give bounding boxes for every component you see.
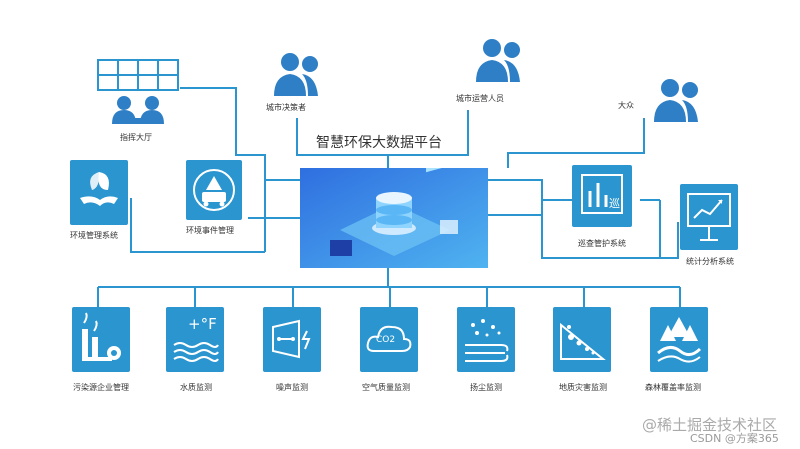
platform-illustration [300, 168, 488, 268]
patrol-chart-icon [581, 174, 623, 214]
command-hall-label: 指挥大厅 [120, 133, 152, 142]
statistics-label: 统计分析系统 [686, 257, 734, 266]
forest-tile [650, 307, 708, 372]
operators-icon [476, 39, 520, 82]
leaf-hand-icon [80, 172, 118, 206]
temperature-glyph: +°F [188, 315, 217, 333]
patrol-label: 巡查管护系统 [578, 239, 626, 248]
watermark-sub: CSDN @方案365 [690, 432, 779, 445]
decision-makers-label: 城市决策者 [266, 103, 306, 112]
dust-wind-icon [465, 319, 509, 362]
air-quality-label: 空气质量监测 [362, 383, 410, 392]
factory-gear-icon [82, 312, 121, 361]
patrol-glyph: 巡 [609, 197, 620, 210]
statistics-tile [680, 184, 738, 250]
public-label: 大众 [618, 101, 634, 110]
command-hall-icon [97, 59, 179, 124]
water-wave-icon [173, 342, 219, 362]
water-quality-label: 水质监测 [180, 383, 212, 392]
landslide-icon [560, 322, 606, 360]
platform-title: 智慧环保大数据平台 [316, 135, 442, 151]
dust-tile [457, 307, 515, 372]
env-incident-tile [186, 160, 242, 220]
env-management-tile [70, 160, 128, 225]
statistics-board-icon [687, 193, 731, 241]
watermark-main: @稀土掘金技术社区 [642, 416, 778, 434]
pollution-source-tile [72, 307, 130, 372]
noise-label: 噪声监测 [276, 383, 308, 392]
dust-label: 扬尘监测 [470, 383, 502, 392]
air-quality-tile: CO2 [360, 307, 418, 372]
public-icon [654, 79, 698, 122]
noise-tile [263, 307, 321, 372]
warning-car-icon [193, 169, 235, 211]
co2-glyph: CO2 [376, 335, 396, 345]
speaker-icon [272, 319, 311, 359]
env-management-label: 环境管理系统 [70, 231, 118, 240]
pollution-source-label: 污染源企业管理 [73, 383, 129, 392]
forest-river-icon [657, 317, 702, 363]
forest-label: 森林覆盖率监测 [645, 383, 701, 392]
operators-label: 城市运营人员 [456, 94, 504, 103]
water-quality-tile: +°F [166, 307, 224, 372]
geo-hazard-tile [553, 307, 611, 372]
geo-hazard-label: 地质灾害监测 [559, 383, 607, 392]
env-incident-label: 环境事件管理 [186, 226, 234, 235]
decision-makers-icon [274, 53, 318, 96]
cloud-icon [366, 325, 412, 352]
patrol-tile: 巡 [572, 165, 632, 227]
